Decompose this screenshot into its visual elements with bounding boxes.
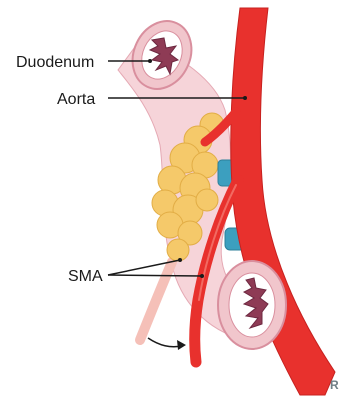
watermark-logo: R [330, 378, 339, 392]
label-duodenum: Duodenum [16, 54, 94, 71]
sma-leader-line-2 [108, 275, 202, 276]
label-aorta: Aorta [57, 91, 95, 108]
displacement-arrow-icon [148, 338, 186, 350]
label-sma: SMA [68, 268, 103, 285]
original-sma-position [140, 262, 172, 340]
duodenum-cross-section-bottom [218, 261, 286, 349]
